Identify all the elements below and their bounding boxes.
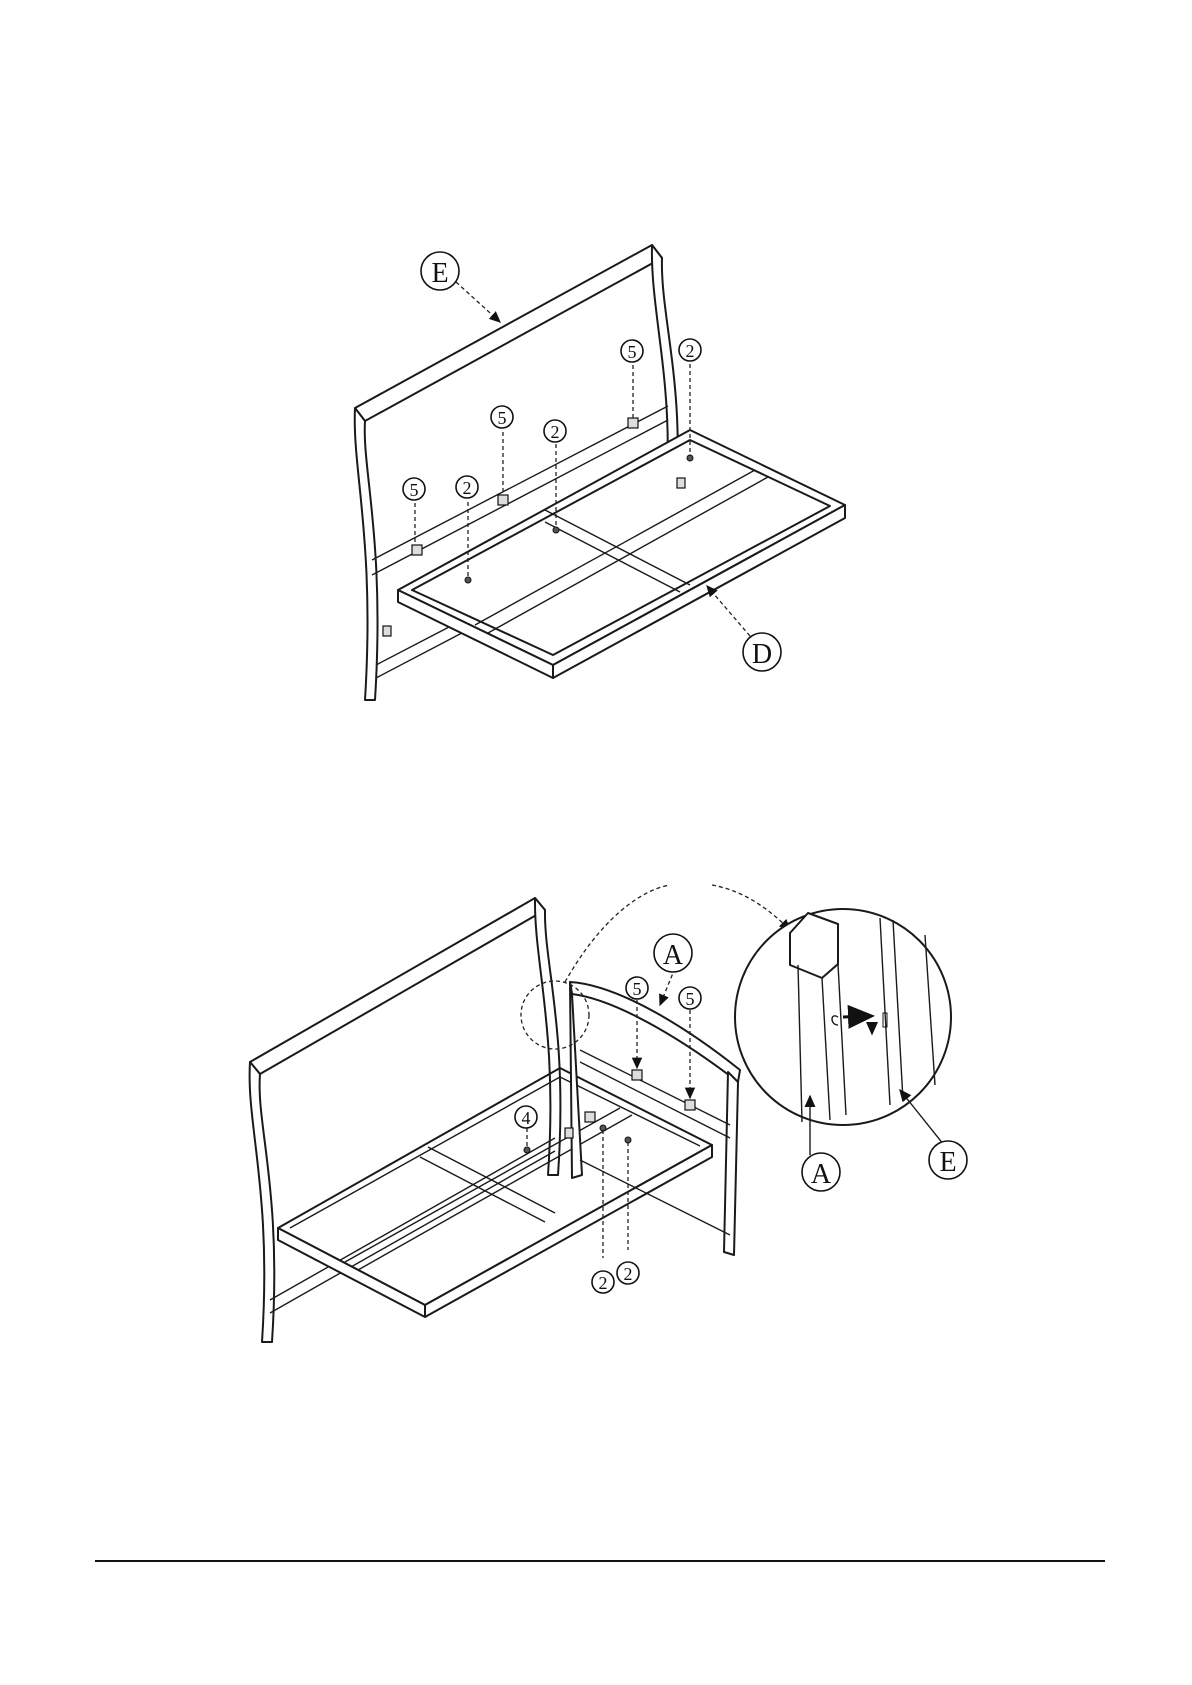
svg-text:5: 5 <box>633 979 642 999</box>
backrest-frame <box>250 898 561 1342</box>
svg-text:5: 5 <box>628 342 637 362</box>
svg-text:E: E <box>431 258 448 289</box>
part-label-d: D <box>743 633 781 671</box>
svg-text:2: 2 <box>686 341 695 361</box>
svg-text:2: 2 <box>624 1264 633 1284</box>
bracket <box>632 1070 642 1080</box>
svg-text:A: A <box>663 940 684 971</box>
detail-view <box>735 909 951 1125</box>
svg-text:5: 5 <box>410 480 419 500</box>
part-label-e: E <box>421 252 459 290</box>
seat-frame <box>278 1068 712 1317</box>
bolt <box>553 527 559 533</box>
callout-2: 2 <box>617 1262 639 1284</box>
step1-diagram: 5 2 5 2 5 2 E D <box>355 245 845 700</box>
svg-text:2: 2 <box>599 1273 608 1293</box>
svg-text:5: 5 <box>498 408 507 428</box>
callout-2: 2 <box>544 420 566 442</box>
callout-5: 5 <box>491 406 513 428</box>
svg-text:A: A <box>811 1159 832 1190</box>
bracket <box>498 495 508 505</box>
part-label-a-detail: A <box>802 1153 840 1191</box>
part-label-a: A <box>654 934 692 972</box>
callout-5: 5 <box>621 340 643 362</box>
svg-text:2: 2 <box>551 422 560 442</box>
bracket <box>677 478 685 488</box>
step2-diagram: 5 5 4 2 2 A A E <box>250 885 967 1342</box>
callout-5: 5 <box>403 478 425 500</box>
callout-2: 2 <box>679 339 701 361</box>
svg-text:2: 2 <box>463 478 472 498</box>
callout-2: 2 <box>592 1271 614 1293</box>
bolt <box>465 577 471 583</box>
callout-5: 5 <box>626 977 648 999</box>
bolt <box>524 1147 530 1153</box>
svg-text:5: 5 <box>686 989 695 1009</box>
bracket <box>628 418 638 428</box>
svg-text:4: 4 <box>522 1108 531 1128</box>
bracket <box>383 626 391 636</box>
bracket <box>585 1112 595 1122</box>
bracket <box>412 545 422 555</box>
svg-text:E: E <box>939 1147 956 1178</box>
part-label-e-detail: E <box>929 1141 967 1179</box>
callout-2: 2 <box>456 476 478 498</box>
bracket <box>685 1100 695 1110</box>
bracket <box>565 1128 573 1138</box>
callout-5: 5 <box>679 987 701 1009</box>
svg-text:D: D <box>752 639 772 670</box>
callout-4: 4 <box>515 1106 537 1128</box>
